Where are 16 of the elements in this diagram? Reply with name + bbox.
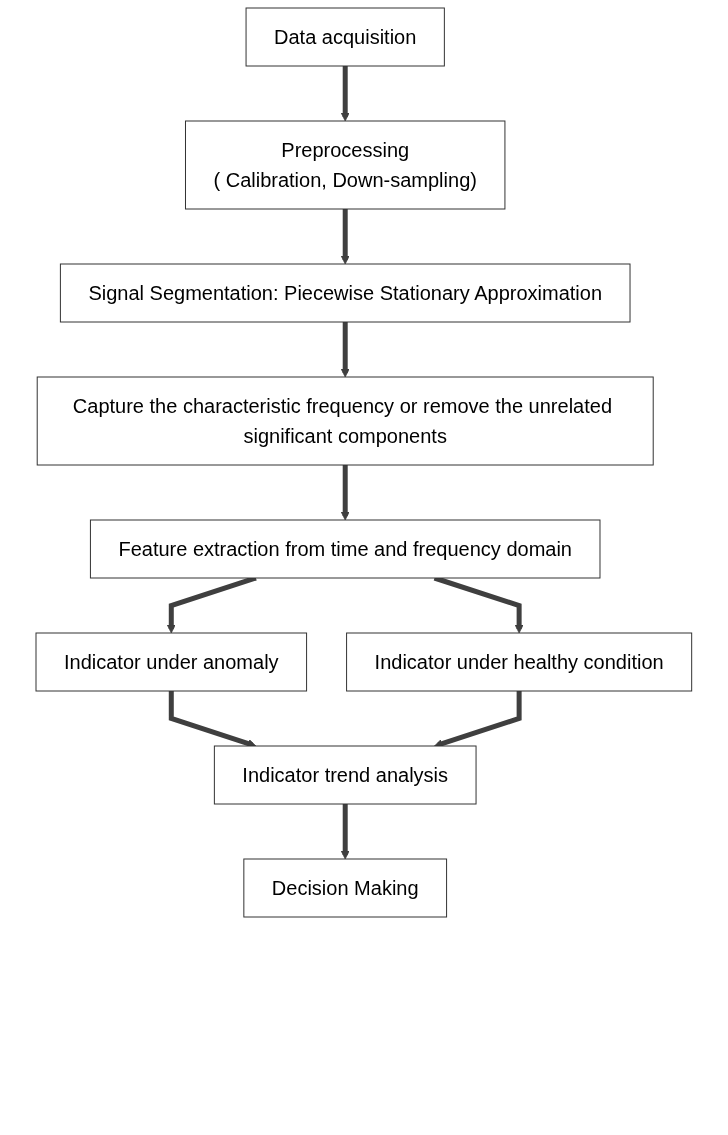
arrow	[168, 691, 257, 748]
node-box: Decision Making	[243, 858, 448, 918]
node-box: Data acquisition	[245, 7, 445, 67]
arrow	[434, 691, 522, 748]
arrow	[340, 804, 350, 860]
node-box: Preprocessing ( Calibration, Down-sampling)	[185, 120, 506, 210]
arrow	[340, 322, 350, 378]
node-box: Feature extraction from time and frequency domain	[90, 519, 601, 579]
arrow	[340, 209, 350, 265]
node-box: Indicator under healthy condition	[346, 632, 693, 692]
node-box: Signal Segmentation: Piecewise Stationary Approximation	[60, 263, 631, 323]
node-box: Indicator trend analysis	[214, 745, 477, 805]
arrow	[340, 66, 350, 122]
node-box: Capture the characteristic frequency or remove the unrelated significant components	[36, 376, 654, 466]
arrow	[340, 465, 350, 521]
node-box: Indicator under anomaly	[35, 632, 308, 692]
